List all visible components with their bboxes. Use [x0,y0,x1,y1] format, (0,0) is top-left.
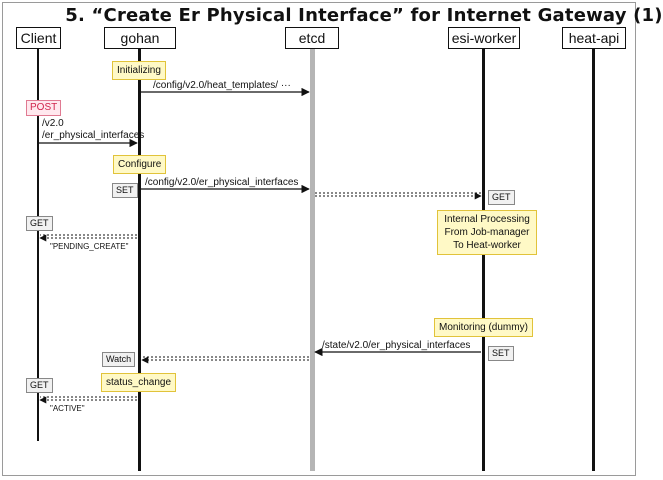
note-initializing: Initializing [112,61,166,80]
lifeline-client [37,49,39,441]
note-monitoring: Monitoring (dummy) [434,318,533,337]
actor-etcd: etcd [285,27,339,49]
label-post-path-2: /er_physical_interfaces [42,130,145,141]
note-internal-processing-line-3: To Heat-worker [453,240,521,251]
tag-set-gohan: SET [112,183,138,198]
lifeline-etcd [310,49,315,471]
message-arrows [39,87,482,404]
note-internal-processing: Internal Processing From Job-manager To … [437,210,537,255]
tag-get-client-2: GET [26,378,53,393]
note-configure: Configure [113,155,167,174]
tag-get-esi: GET [488,190,515,205]
label-active: "ACTIVE" [50,404,85,413]
label-pending-create: "PENDING_CREATE" [50,242,129,251]
actor-client: Client [16,27,61,49]
label-heat-templates: /config/v2.0/heat_templates/ ··· [153,80,291,91]
label-post-path-1: /v2.0 [42,118,64,129]
note-status-change: status_change [101,373,177,392]
actor-gohan: gohan [104,27,176,49]
lifeline-gohan [138,49,141,471]
lifeline-heat-api [592,49,595,471]
tag-get-client-1: GET [26,216,53,231]
tag-set-esi: SET [488,346,514,361]
actor-heat-api: heat-api [562,27,626,49]
label-config-er: /config/v2.0/er_physical_interfaces [145,177,299,188]
diagram-title: 5. “Create Er Physical Interface” for In… [65,5,663,26]
label-state-er: /state/v2.0/er_physical_interfaces [322,340,471,351]
lifeline-esi-worker [482,49,485,471]
actor-esi-worker: esi-worker [448,27,520,49]
note-internal-processing-line-1: Internal Processing [444,214,530,225]
tag-watch: Watch [102,352,136,367]
tag-post: POST [26,100,62,116]
note-internal-processing-line-2: From Job-manager [444,227,530,238]
slide-frame [2,2,636,476]
